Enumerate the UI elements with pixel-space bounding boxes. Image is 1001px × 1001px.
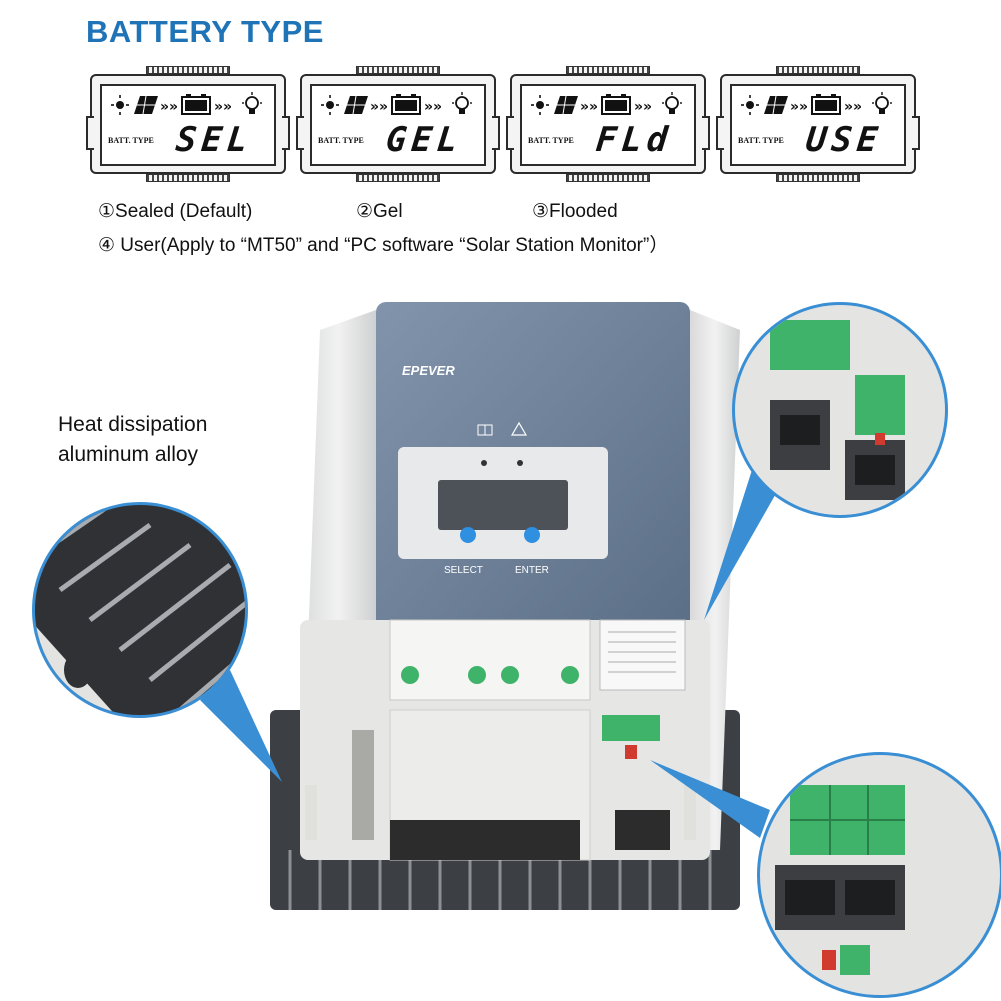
svg-text:»»: »» [370,99,388,115]
lcd-batt-type-label: BATT. TYPE [738,136,784,145]
caption-gel: ②Gel [356,201,403,222]
lcd-screen: »» »» BATT. TYPE USE [730,84,906,166]
lcd-display [438,480,568,530]
lcd-batt-type-label: BATT. TYPE [528,136,574,145]
terminal-detail-callout [757,752,1001,998]
lcd-flooded: »» »» BATT. TYPE FLd [506,66,710,182]
lcd-battery-code: FLd [593,120,675,160]
solar-battery-load-icon: »» »» [741,92,892,115]
comm-ports-callout [732,302,948,518]
fuse-holder [352,730,374,840]
lcd-pins [356,66,440,74]
svg-text:»»: »» [634,99,652,115]
lcd-pins [356,174,440,182]
solar-battery-load-icon: »» »» [531,92,682,115]
terminal-screw [468,666,486,684]
lcd-screen: »» »» BATT. TYPE GEL [310,84,486,166]
heat-label-line-2: aluminum alloy [58,443,199,466]
comm-port-block [602,715,660,741]
terminal-screw [401,666,419,684]
svg-text:»»: »» [424,99,442,115]
terminal-compartment [300,619,710,861]
solar-battery-load-icon: »» »» [321,92,472,115]
select-button[interactable] [460,527,476,543]
lcd-pins [566,174,650,182]
lcd-gel: »» »» BATT. TYPE GEL [296,66,500,182]
lcd-pins [146,66,230,74]
callout-pointer-top-right [704,470,778,620]
lcd-screen: »» »» BATT. TYPE FLd [520,84,696,166]
terminal-screw [561,666,579,684]
enter-button-label: ENTER [515,565,549,576]
page-title: BATTERY TYPE [86,14,324,49]
svg-text:»»: »» [844,99,862,115]
svg-text:»»: »» [580,99,598,115]
callout-pointer-bottom-right [650,760,770,838]
wiring-label [599,619,686,691]
terminal-strip-small [615,810,670,850]
lcd-batt-type-label: BATT. TYPE [318,136,364,145]
brand-logo: EPEVER [402,363,455,378]
caption-flooded: ③Flooded [532,201,618,222]
caption-user: ④ User(Apply to “MT50” and “PC software … [98,235,669,256]
select-button-label: SELECT [444,565,483,576]
lcd-pins [146,174,230,182]
controller-illustration: EPEVER SELECT ENTER [32,302,1001,998]
callout-pointer-left [200,670,282,782]
terminal-screw [501,666,519,684]
solar-panel-icon [477,424,493,436]
caption-sealed: ①Sealed (Default) [98,201,253,222]
lcd-battery-code: GEL [383,120,465,160]
svg-text:»»: »» [790,99,808,115]
heat-label-line-1: Heat dissipation [58,413,208,436]
lcd-screen: »» »» BATT. TYPE SEL [100,84,276,166]
front-panel: EPEVER SELECT ENTER [376,302,690,642]
heat-dissipation-label: Heat dissipation aluminum alloy [58,410,207,470]
lcd-pins [776,66,860,74]
heatsink-callout [32,502,248,718]
svg-text:»»: »» [160,99,178,115]
enter-button[interactable] [524,527,540,543]
terminal-strip [390,820,580,860]
lcd-batt-type-label: BATT. TYPE [108,136,154,145]
lcd-sealed: »» »» BATT. TYPE SEL [86,66,290,182]
lcd-battery-code: SEL [173,120,255,160]
lcd-pins [566,66,650,74]
lcd-battery-code: USE [803,120,885,160]
dip-switch [625,745,637,759]
solar-battery-load-icon: »» »» [111,92,262,115]
lcd-user: »» »» BATT. TYPE USE [716,66,920,182]
warning-icon [510,421,528,436]
lcd-pins [776,174,860,182]
svg-text:»»: »» [214,99,232,115]
